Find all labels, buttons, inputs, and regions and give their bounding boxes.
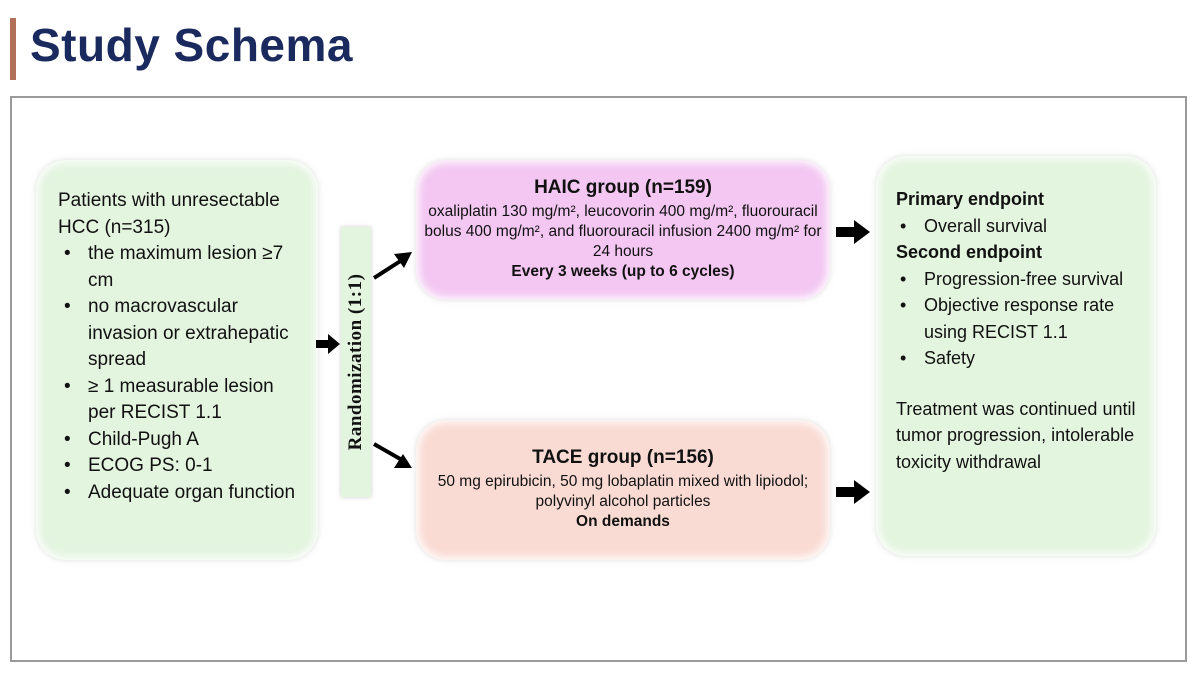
arrow-right-icon xyxy=(836,220,870,244)
tace-group-box: TACE group (n=156) 50 mg epirubicin, 50 … xyxy=(416,420,830,560)
randomization-label: Randomization (1:1) xyxy=(345,273,366,451)
tace-regimen: 50 mg epirubicin, 50 mg lobaplatin mixed… xyxy=(437,473,809,510)
haic-group-box: HAIC group (n=159) oxaliplatin 130 mg/m²… xyxy=(416,160,830,300)
primary-endpoint-list: Overall survival xyxy=(896,213,1146,240)
endpoint-item: Overall survival xyxy=(896,213,1146,240)
arrow-right-icon xyxy=(316,334,340,354)
title-accent-bar xyxy=(10,18,16,80)
haic-regimen: oxaliplatin 130 mg/m², leucovorin 400 mg… xyxy=(424,203,822,260)
arrow-up-right-icon xyxy=(372,252,412,280)
inclusion-criteria-list: the maximum lesion ≥7 cm no macrovascula… xyxy=(58,241,302,506)
primary-endpoint-label: Primary endpoint xyxy=(896,189,1045,209)
endpoint-item: Safety xyxy=(896,345,1146,372)
tace-title: TACE group (n=156) xyxy=(532,447,714,468)
haic-title: HAIC group (n=159) xyxy=(534,177,712,198)
endpoint-item: Objective response rate using RECIST 1.1 xyxy=(896,292,1146,345)
randomization-bar: Randomization (1:1) xyxy=(341,227,371,497)
criteria-item: no macrovascular invasion or extrahepati… xyxy=(58,294,302,374)
second-endpoint-list: Progression-free survival Objective resp… xyxy=(896,266,1146,372)
treatment-note: Treatment was continued until tumor prog… xyxy=(896,398,1136,472)
patients-box: Patients with unresectable HCC (n=315) t… xyxy=(36,160,318,560)
criteria-item: Child-Pugh A xyxy=(58,427,302,454)
patients-header: Patients with unresectable HCC (n=315) xyxy=(58,190,280,238)
arrow-right-icon xyxy=(836,480,870,504)
arrow-down-right-icon xyxy=(373,442,412,468)
page-title: Study Schema xyxy=(30,19,353,71)
criteria-item: the maximum lesion ≥7 cm xyxy=(58,241,302,294)
haic-schedule: Every 3 weeks (up to 6 cycles) xyxy=(511,263,735,280)
tace-schedule: On demands xyxy=(576,513,670,530)
endpoint-item: Progression-free survival xyxy=(896,266,1146,293)
criteria-item: Adequate organ function xyxy=(58,480,302,507)
second-endpoint-label: Second endpoint xyxy=(896,242,1042,262)
criteria-item: ≥ 1 measurable lesion per RECIST 1.1 xyxy=(58,374,302,427)
endpoints-box: Primary endpoint Overall survival Second… xyxy=(876,156,1156,556)
criteria-item: ECOG PS: 0-1 xyxy=(58,453,302,480)
